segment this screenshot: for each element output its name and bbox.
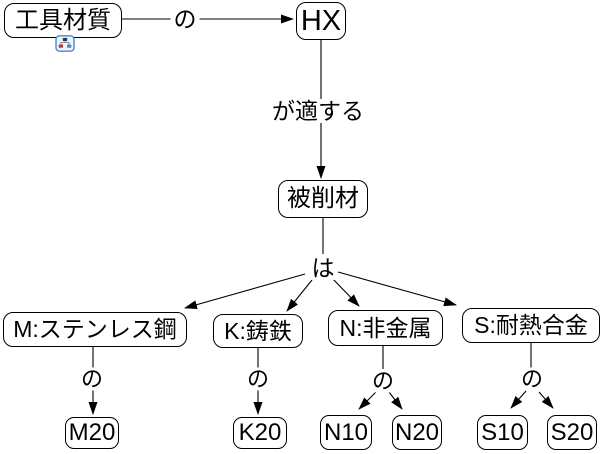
node-s20[interactable]: S20 — [547, 415, 597, 450]
node-k-cast-iron[interactable]: K:鋳鉄 — [213, 314, 303, 348]
connector-wa-to-m — [184, 273, 306, 310]
connector-n-to-n20 — [388, 391, 403, 410]
node-hx[interactable]: HX — [296, 2, 346, 40]
connector-wa-to-s — [337, 271, 457, 307]
node-n-nonmetal[interactable]: N:非金属 — [328, 310, 443, 346]
node-s10[interactable]: S10 — [477, 415, 528, 450]
node-n10[interactable]: N10 — [320, 415, 372, 450]
node-k20[interactable]: K20 — [233, 417, 287, 449]
node-s-heat-resistant-alloy[interactable]: S:耐熱合金 — [462, 308, 600, 343]
edge-label-no-k[interactable]: の — [243, 367, 273, 391]
edge-label-no-m[interactable]: の — [77, 367, 107, 391]
node-tool-material[interactable]: 工具材質 — [4, 3, 122, 38]
hierarchy-icon[interactable] — [55, 35, 75, 52]
node-n20[interactable]: N20 — [392, 415, 442, 450]
connector-n-to-n10 — [358, 391, 377, 410]
edge-label-no-tool-hx[interactable]: の — [170, 7, 200, 31]
edge-label-wa[interactable]: は — [308, 256, 338, 280]
edge-label-ga-tekisuru[interactable]: が適する — [269, 99, 367, 123]
node-workpiece[interactable]: 被削材 — [278, 180, 368, 218]
connector-wa-to-n — [331, 277, 360, 307]
node-m-stainless-steel[interactable]: M:ステンレス鋼 — [3, 312, 187, 347]
connector-s-to-s10 — [510, 390, 527, 409]
edge-label-no-s[interactable]: の — [517, 367, 547, 391]
connector-s-to-s20 — [538, 391, 554, 409]
node-m20[interactable]: M20 — [65, 417, 119, 449]
connector-wa-to-k — [286, 279, 313, 312]
edge-label-no-n[interactable]: の — [368, 369, 398, 393]
